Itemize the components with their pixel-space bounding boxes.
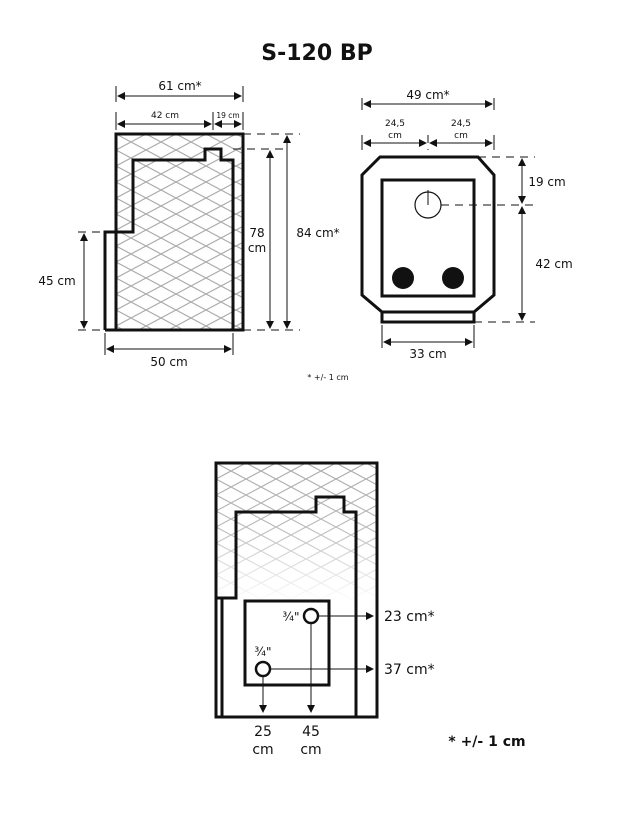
label-pipe-upper-height: 23 cm*: [384, 609, 435, 625]
label-half-right-unit: cm: [454, 131, 468, 141]
label-inner-height-unit: cm: [248, 241, 266, 255]
label-inner-height-value: 78: [249, 226, 264, 240]
footnote-tolerance: * +/- 1 cm: [307, 373, 348, 382]
label-half-left-value: 24,5: [385, 119, 405, 129]
page-title: S-120 BP: [261, 41, 372, 66]
knob-right: [442, 267, 464, 289]
insulation-hatch-faded: [216, 463, 377, 603]
label-pipe-lower-x-value: 25: [254, 724, 272, 740]
rear-stove-outline: [216, 495, 358, 717]
label-total-width: 61 cm*: [158, 79, 201, 93]
label-front-total-width: 49 cm*: [406, 88, 449, 102]
insulation-hatch: [116, 134, 243, 330]
footnote-tolerance-bold: * +/- 1 cm: [448, 734, 525, 750]
label-pipe-upper-x-value: 45: [302, 724, 320, 740]
knob-left: [392, 267, 414, 289]
pipe-upper: [302, 607, 320, 625]
label-pipe-lower-size: ¾": [254, 645, 271, 659]
label-pipe-lower-height: 37 cm*: [384, 662, 435, 678]
label-total-height: 84 cm*: [296, 226, 339, 240]
pipe-lower: [254, 660, 272, 678]
label-half-right-value: 24,5: [451, 119, 471, 129]
side-view: 61 cm* 42 cm 19 cm 78 cm 84 cm* 45 cm 50…: [38, 79, 348, 382]
label-rear-width: 19 cm: [216, 111, 239, 120]
stove-base: [380, 310, 476, 324]
label-pipe-upper-size: ¾": [282, 610, 299, 624]
label-half-left-unit: cm: [388, 131, 402, 141]
front-view: 49 cm* 24,5 cm 24,5 cm 19 cm 42 cm 33 cm: [360, 88, 573, 361]
label-step-height: 45 cm: [38, 274, 75, 288]
rear-casing: [214, 461, 379, 719]
label-pipe-lower-x-unit: cm: [252, 742, 273, 758]
stove-body-outline: [103, 147, 235, 330]
label-front-base-width: 33 cm: [409, 347, 446, 361]
rear-view: ¾" ¾" 23 cm* 37 cm* 25 cm 45 cm * +/- 1 …: [214, 461, 526, 758]
label-lower-height: 42 cm: [535, 257, 572, 271]
label-pipe-upper-x-unit: cm: [300, 742, 321, 758]
label-front-width: 42 cm: [151, 111, 179, 121]
label-base-width: 50 cm: [150, 355, 187, 369]
door-frame: [380, 178, 476, 298]
connection-plate: [243, 599, 331, 687]
label-top-offset: 19 cm: [528, 175, 565, 189]
